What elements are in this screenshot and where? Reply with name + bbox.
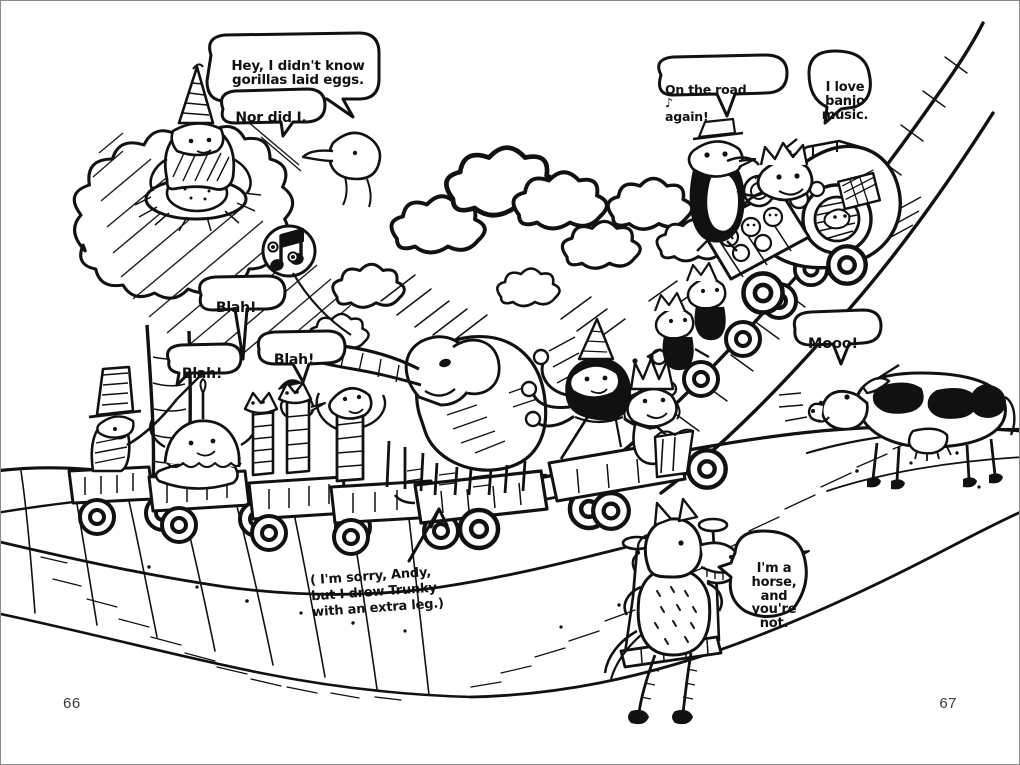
balloon-on-the-road	[657, 53, 789, 118]
marcher-b	[685, 261, 727, 341]
balloon-nor-did-i	[220, 87, 327, 138]
trunky-elephant	[302, 335, 584, 496]
duck	[301, 131, 382, 208]
octopus-queen-float	[520, 317, 726, 529]
page-number-right: 67	[939, 695, 957, 712]
tall-striped-character	[315, 387, 387, 483]
banjo-penguin	[687, 117, 798, 252]
page-number-left: 66	[63, 695, 81, 712]
crowned-queen	[623, 354, 695, 479]
spotted-cow	[778, 363, 1016, 490]
music-note-creature	[261, 224, 352, 336]
balloon-horse	[717, 529, 808, 618]
ringmaster-top-hat	[88, 365, 208, 473]
balloon-blah-right	[256, 329, 347, 384]
speech-balloons	[166, 31, 883, 618]
striped-tower-characters	[243, 381, 313, 477]
balloon-banjo	[807, 49, 872, 125]
swinging-horse	[603, 497, 741, 725]
road-marchers	[646, 250, 830, 398]
gorilla-in-nest	[134, 63, 262, 232]
balloon-mooo	[792, 308, 883, 366]
marcher-a	[646, 291, 710, 371]
birthday-cake	[149, 378, 257, 490]
bus-driver	[729, 141, 814, 240]
trunky-legs	[385, 440, 527, 496]
balloon-blah-top	[198, 274, 287, 361]
caption-arrow	[407, 507, 449, 563]
balloon-blah-left	[166, 342, 243, 387]
wagon-train	[67, 365, 608, 556]
